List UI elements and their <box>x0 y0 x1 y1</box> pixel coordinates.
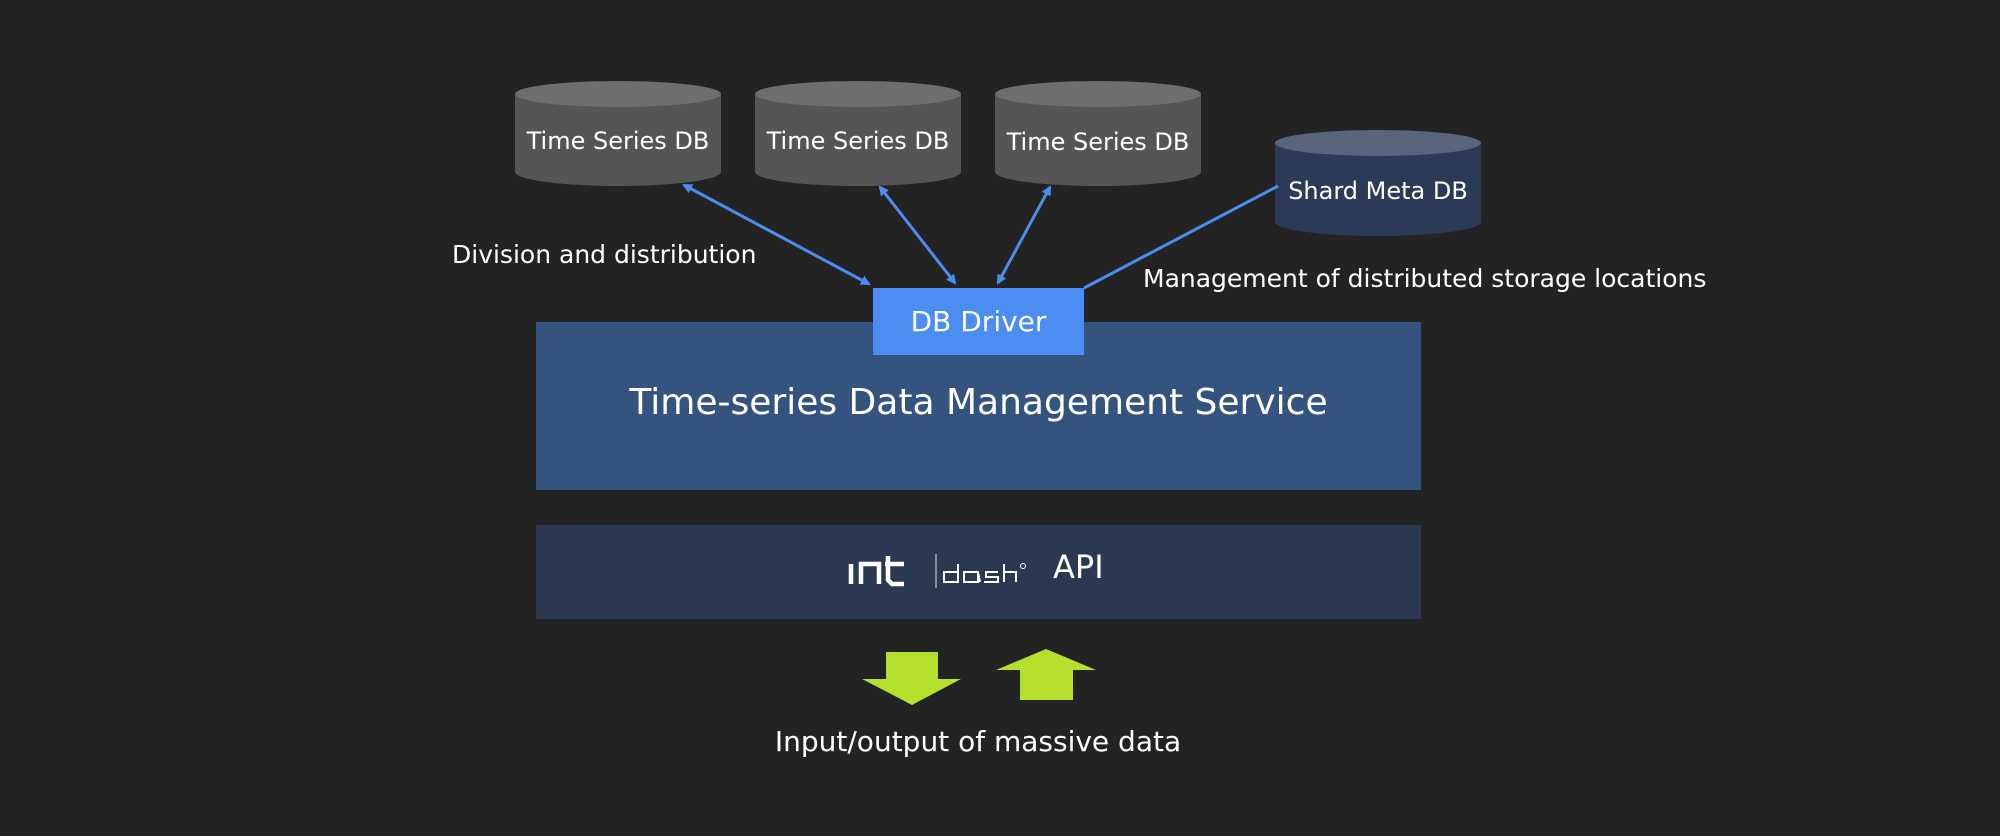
intdash-logo <box>848 550 1048 590</box>
timeseries-db-2-label: Time Series DB <box>766 127 950 155</box>
shard-meta-db-cylinder <box>1275 130 1481 236</box>
timeseries-db-1-label: Time Series DB <box>526 127 710 155</box>
timeseries-db-3-cylinder <box>995 81 1201 186</box>
arrow-driver-db1 <box>682 183 871 286</box>
intdash-logo-mark <box>848 554 1026 588</box>
division-distribution-label: Division and distribution <box>452 240 757 269</box>
timeseries-db-2-cylinder <box>755 81 961 186</box>
arrow-driver-db3 <box>996 185 1052 285</box>
timeseries-db-3-label: Time Series DB <box>1006 128 1190 156</box>
service-title: Time-series Data Management Service <box>629 382 1328 423</box>
down-arrow-icon <box>862 652 961 705</box>
up-arrow-icon <box>996 649 1096 700</box>
shard-meta-db-label: Shard Meta DB <box>1288 177 1468 205</box>
management-storage-label: Management of distributed storage locati… <box>1143 264 1707 293</box>
timeseries-db-1-cylinder <box>515 81 721 186</box>
line-driver-shard-db <box>1083 184 1279 290</box>
io-label: Input/output of massive data <box>774 725 1182 758</box>
api-label: API <box>1053 548 1104 586</box>
db-driver-label: DB Driver <box>910 305 1047 338</box>
arrow-driver-db2 <box>878 185 957 285</box>
db-driver-box: DB Driver <box>873 288 1084 355</box>
